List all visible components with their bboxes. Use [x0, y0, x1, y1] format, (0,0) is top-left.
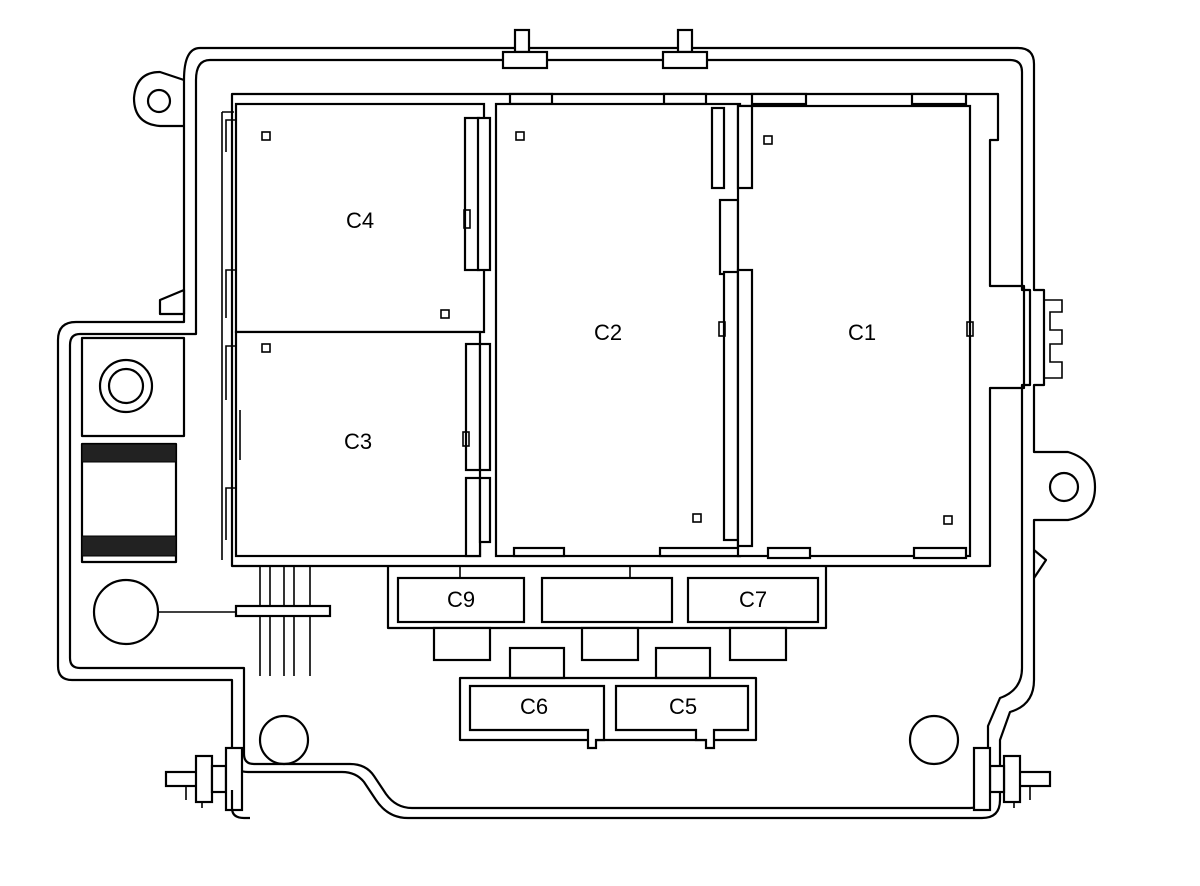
connector-c3[interactable]: C3: [225, 330, 492, 558]
bolt-left: [164, 746, 250, 820]
connector-c2[interactable]: C2: [494, 102, 742, 558]
connector-label-c9: C9: [447, 587, 475, 612]
connector-c6[interactable]: C6: [468, 684, 606, 750]
top-tabs: [501, 28, 968, 106]
connector-c7[interactable]: C7: [686, 576, 820, 624]
bolt-right: [972, 746, 1052, 812]
connector-label-c5: C5: [669, 694, 697, 719]
middle-connector-row: [234, 566, 828, 676]
bottom-connector-row: [458, 646, 758, 742]
connector-label-c4: C4: [346, 208, 374, 233]
connector-c1[interactable]: C1: [736, 104, 974, 560]
mounting-holes: [258, 714, 960, 766]
connector-label-c7: C7: [739, 587, 767, 612]
connector-label-c1: C1: [848, 320, 876, 345]
connector-label-c3: C3: [344, 429, 372, 454]
connector-label-c2: C2: [594, 320, 622, 345]
connector-blank-slot: [540, 576, 674, 624]
connector-c4[interactable]: C4: [225, 102, 492, 334]
connector-label-c6: C6: [520, 694, 548, 719]
left-stud-block: [80, 288, 240, 646]
connector-c9[interactable]: C9: [396, 576, 526, 624]
housing-outline: [56, 46, 1097, 820]
connector-c5[interactable]: C5: [614, 684, 750, 750]
